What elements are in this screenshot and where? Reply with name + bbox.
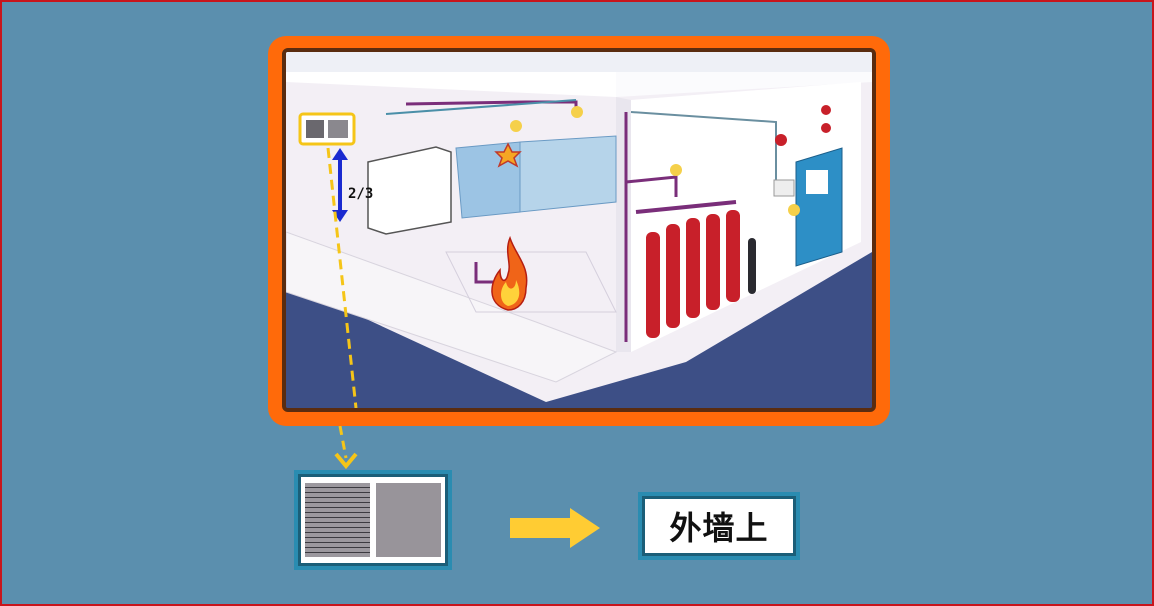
control-panel	[773, 179, 795, 197]
target-label-box: 外墙上	[638, 492, 800, 560]
arrow-up	[332, 148, 348, 160]
server-rack	[519, 135, 617, 213]
ups-cabinet	[367, 146, 452, 235]
badge-3	[670, 164, 682, 176]
vent-icon	[328, 120, 348, 138]
arrow-right-icon	[510, 508, 600, 548]
vent-thumbnail	[294, 470, 452, 570]
door-icon	[795, 147, 843, 267]
leader-line-ext	[334, 426, 358, 470]
explosion-icon	[494, 142, 522, 168]
trench	[445, 251, 617, 313]
vent-icon	[306, 120, 324, 138]
alarm-icon	[775, 134, 787, 146]
fire-cylinder-icon	[646, 232, 660, 338]
fire-core	[501, 280, 520, 306]
floor-slab	[286, 231, 618, 383]
alarm-icon	[821, 123, 831, 133]
partition-wall	[616, 97, 631, 352]
fire-cylinder-icon	[706, 214, 720, 310]
target-label: 外墙上	[645, 499, 793, 553]
fire-cylinder-icon	[726, 210, 740, 302]
fire-cylinder-icon	[686, 218, 700, 318]
diagram-frame: 2/3	[268, 36, 890, 426]
arrow-down-icon	[334, 452, 358, 470]
fire-cylinder-icon	[666, 224, 680, 328]
alarm-line	[630, 111, 777, 192]
damper-vent-icon	[376, 483, 441, 557]
alarm-icon	[821, 105, 831, 115]
ceiling-edge	[286, 52, 872, 72]
louver-vent-icon	[305, 483, 370, 557]
room-illustration	[286, 52, 872, 408]
leader-line	[326, 147, 358, 408]
badge-1	[510, 120, 522, 132]
fire-cylinder-group	[646, 210, 756, 338]
ground	[286, 212, 872, 408]
badge-4	[571, 106, 583, 118]
badge-2	[788, 204, 800, 216]
manifold	[635, 200, 737, 214]
detector-line	[385, 99, 577, 115]
fire-suppression-scene: 2/3	[282, 48, 876, 412]
ratio-label: 2/3	[348, 186, 374, 202]
pilot-cylinder-icon	[748, 238, 756, 294]
pipe	[625, 175, 678, 197]
door-window	[806, 170, 828, 194]
